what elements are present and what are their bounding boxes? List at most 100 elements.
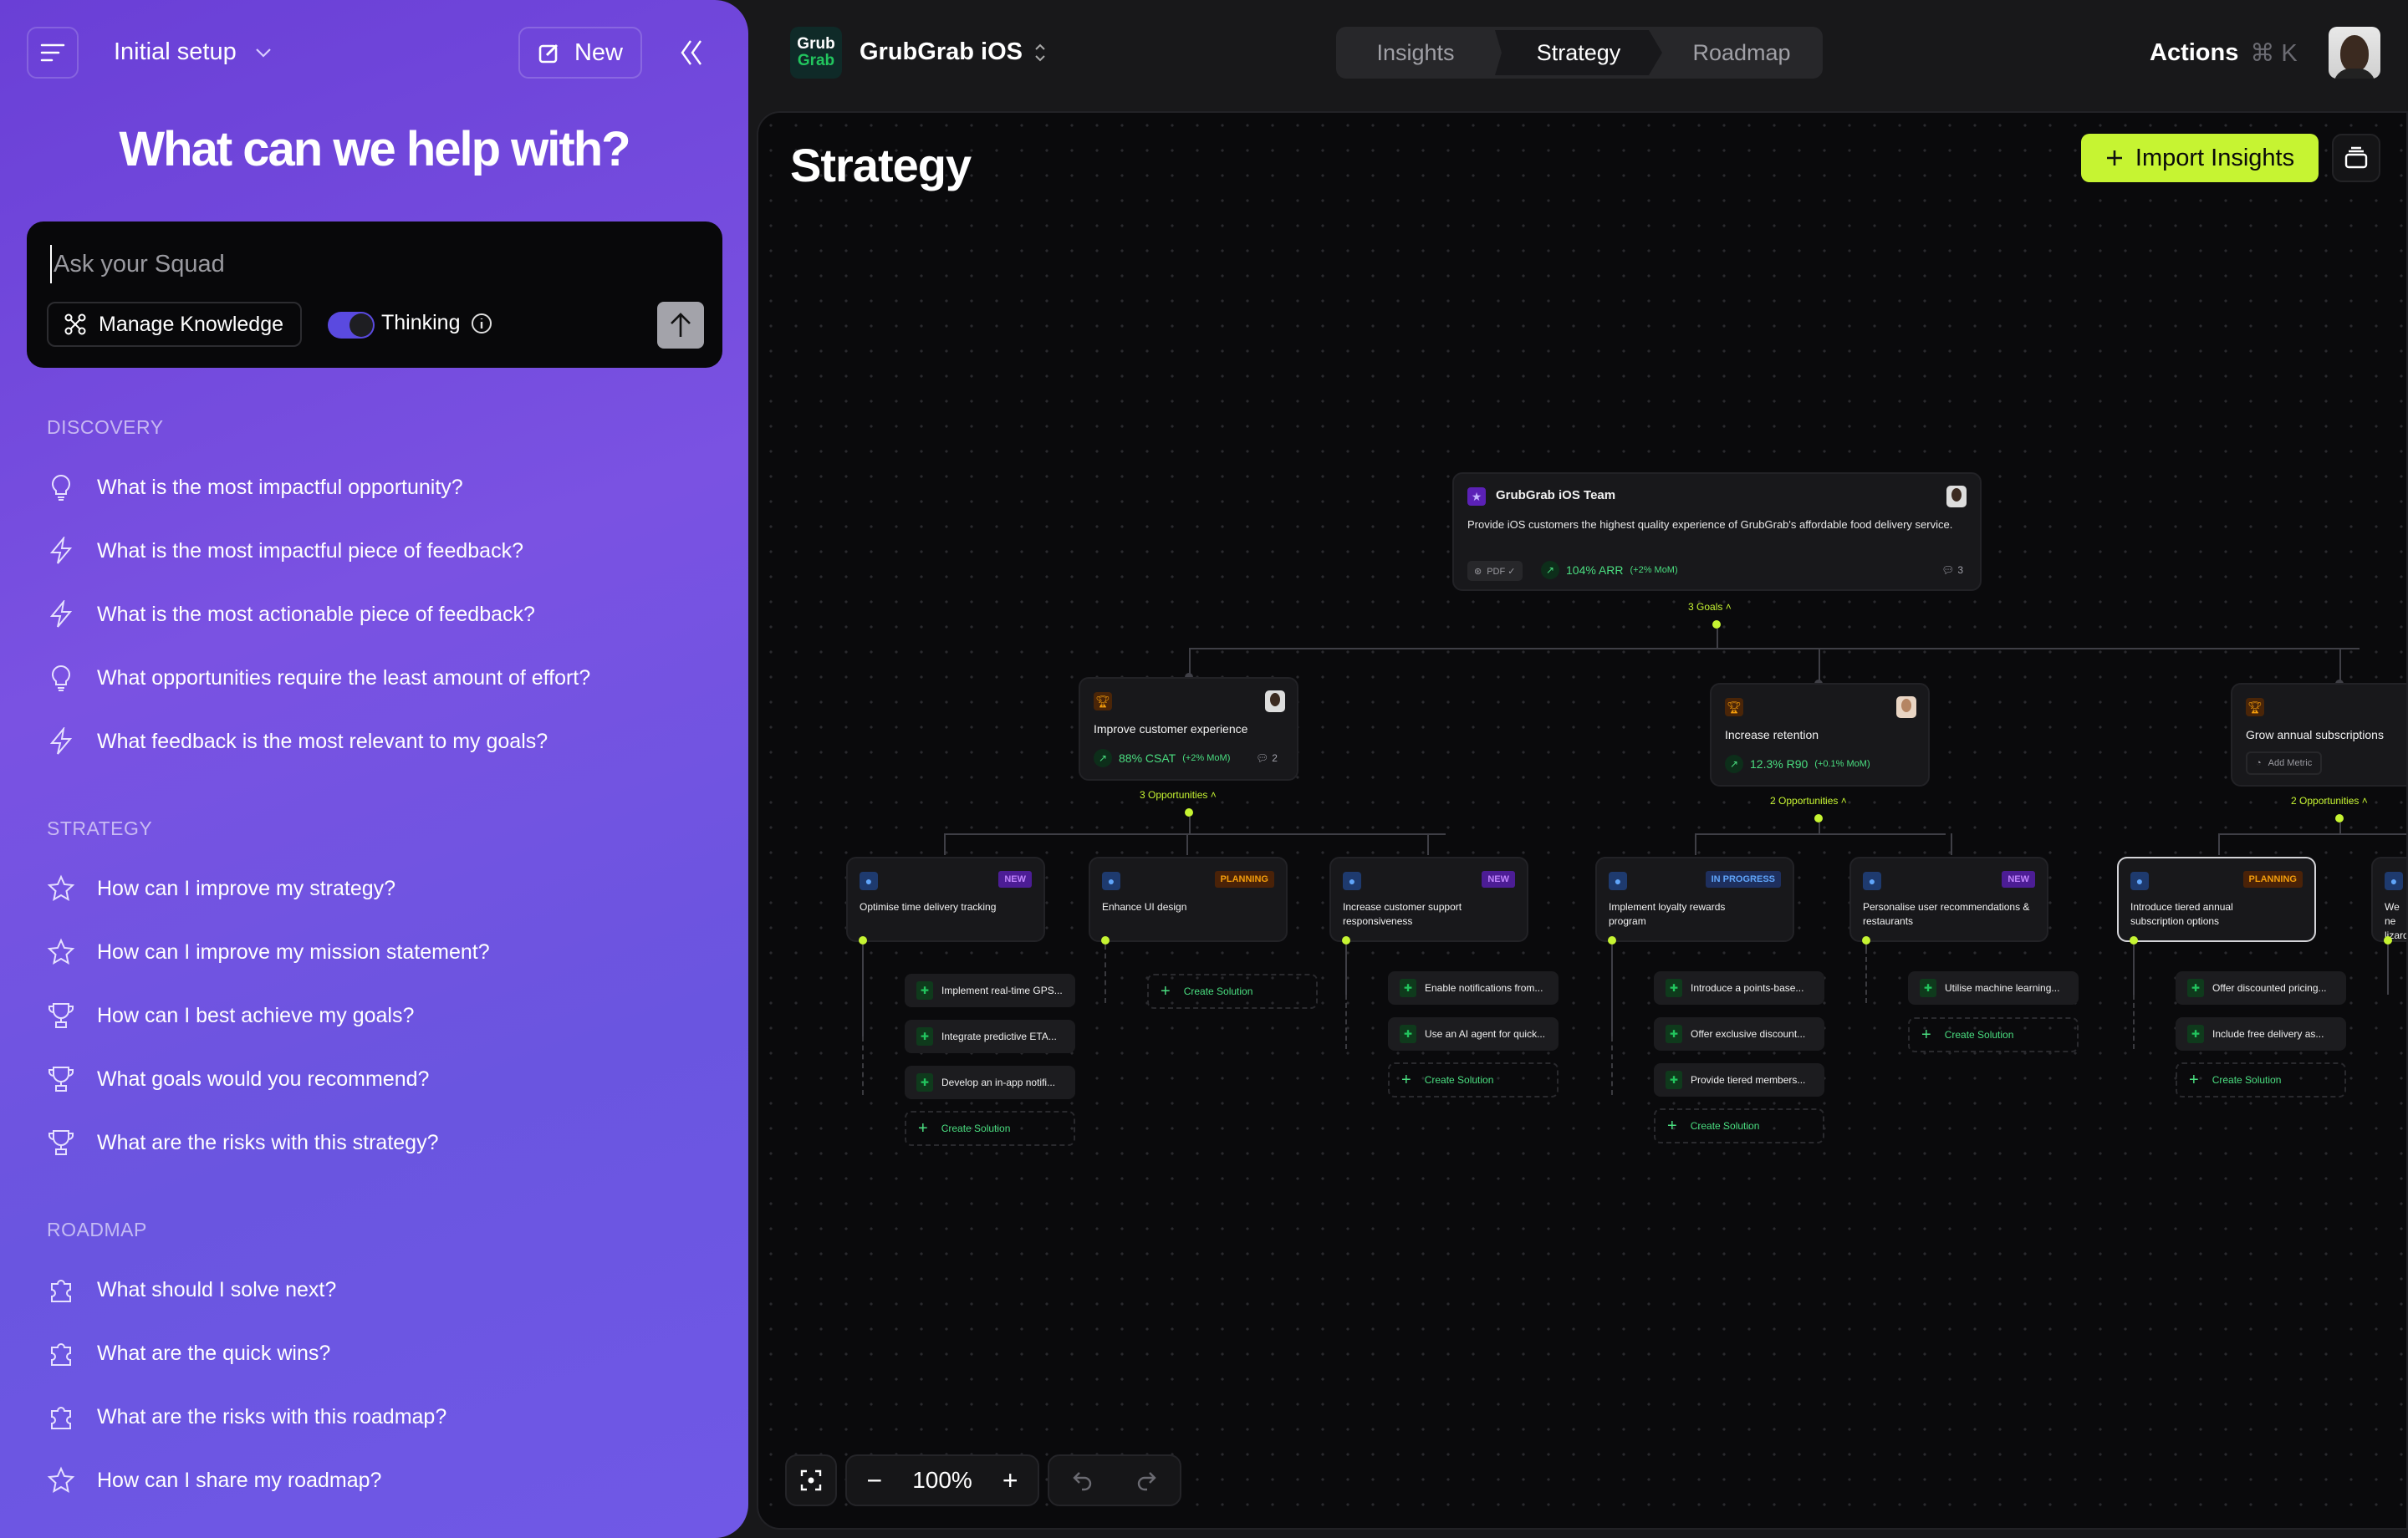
add-metric-button[interactable]: ◔Add Metric	[2246, 751, 2323, 775]
opportunity-card[interactable]: ● We ne lizard	[2371, 857, 2406, 942]
solution-card[interactable]: ✚Utilise machine learning...	[1908, 971, 2079, 1005]
import-insights-button[interactable]: Import Insights	[2081, 134, 2319, 182]
suggestion-item[interactable]: What opportunities require the least amo…	[47, 664, 590, 692]
solution-card[interactable]: ✚Develop an in-app notifi...	[905, 1066, 1075, 1099]
zoom-out-button[interactable]: −	[866, 1464, 883, 1495]
suggestion-item[interactable]: How can I improve my mission statement?	[47, 938, 490, 966]
connector-dashed	[1611, 1036, 1613, 1095]
solution-card[interactable]: ✚Offer exclusive discount...	[1654, 1017, 1824, 1051]
expand-node[interactable]	[2335, 814, 2344, 822]
undo-icon[interactable]	[1072, 1469, 1094, 1491]
fit-view-button[interactable]	[785, 1454, 837, 1506]
ask-input[interactable]	[50, 245, 686, 283]
opportunity-card[interactable]: ● NEW Optimise time delivery tracking	[846, 857, 1045, 942]
solution-card[interactable]: ✚Include free delivery as...	[2176, 1017, 2346, 1051]
opportunity-card-selected[interactable]: ● PLANNING Introduce tiered annual subsc…	[2117, 857, 2316, 942]
comments[interactable]: 💬︎2	[1256, 752, 1278, 764]
zoom-in-button[interactable]: +	[1002, 1464, 1018, 1495]
manage-knowledge-button[interactable]: Manage Knowledge	[47, 302, 302, 347]
knowledge-graph-icon	[64, 313, 86, 335]
user-avatar[interactable]	[2329, 27, 2380, 79]
opportunity-title: Enhance UI design	[1102, 901, 1187, 913]
expand-node[interactable]	[1342, 936, 1350, 945]
opportunity-title: Increase customer support responsiveness	[1343, 901, 1462, 927]
doc-badge[interactable]: ⊛PDF ✓	[1467, 561, 1523, 581]
goal-card[interactable]: 🏆︎ Increase retention ↗ 12.3% R90 (+0.1%…	[1710, 683, 1930, 787]
create-solution-button[interactable]: +Create Solution	[1908, 1017, 2079, 1052]
suggestion-item[interactable]: What goals would you recommend?	[47, 1065, 429, 1093]
arrow-up-icon	[671, 313, 691, 337]
create-solution-button[interactable]: +Create Solution	[1388, 1062, 1559, 1097]
connector-dashed	[862, 1036, 864, 1095]
suggestion-item[interactable]: What is the most impactful piece of feed…	[47, 537, 523, 565]
menu-button[interactable]	[27, 27, 79, 79]
opportunities-toggle[interactable]: 3 Opportunities ˄	[1140, 789, 1217, 801]
suggestion-item[interactable]: How can I improve my strategy?	[47, 874, 395, 903]
expand-node[interactable]	[1608, 936, 1616, 945]
trophy-icon	[48, 1003, 74, 1028]
expand-node[interactable]	[1185, 808, 1193, 817]
suggestion-item[interactable]: How can I share my roadmap?	[47, 1466, 381, 1495]
solution-card[interactable]: ✚Enable notifications from...	[1388, 971, 1559, 1005]
goal-title: Grow annual subscriptions	[2246, 728, 2384, 741]
plus-icon	[2106, 150, 2122, 166]
solution-card[interactable]: ✚Provide tiered members...	[1654, 1063, 1824, 1097]
session-title: Initial setup	[114, 38, 237, 65]
suggestion-item[interactable]: What are the risks with this roadmap?	[47, 1403, 446, 1431]
project-switcher[interactable]: GrubGrab iOS	[860, 38, 1046, 66]
expand-node[interactable]	[859, 936, 867, 945]
suggestion-item[interactable]: What is the most impactful opportunity?	[47, 473, 463, 502]
collapse-sidebar-button[interactable]	[679, 38, 704, 71]
solution-card[interactable]: ✚Offer discounted pricing...	[2176, 971, 2346, 1005]
expand-node[interactable]	[2384, 936, 2392, 945]
mission-card[interactable]: ★ GrubGrab iOS Team Provide iOS customer…	[1452, 472, 1982, 591]
opportunity-card[interactable]: ● PLANNING Enhance UI design	[1089, 857, 1288, 942]
goal-card[interactable]: 🏆︎ Improve customer experience ↗ 88% CSA…	[1079, 677, 1298, 781]
expand-node[interactable]	[1814, 814, 1823, 822]
expand-node[interactable]	[1862, 936, 1870, 945]
strategy-canvas[interactable]: Strategy Import Insights ★ GrubGrab iOS …	[757, 111, 2408, 1530]
connector	[1189, 817, 1191, 835]
expand-node[interactable]	[1712, 620, 1721, 629]
puzzle-icon	[51, 1343, 71, 1366]
actions-button[interactable]: Actions ⌘ K	[2150, 38, 2298, 68]
create-solution-button[interactable]: +Create Solution	[1654, 1108, 1824, 1143]
opportunity-card[interactable]: ● NEW Personalise user recommendations &…	[1849, 857, 2048, 942]
opportunities-toggle[interactable]: 2 Opportunities ˄	[1770, 795, 1847, 807]
solution-card[interactable]: ✚Use an AI agent for quick...	[1388, 1017, 1559, 1051]
redo-icon[interactable]	[1135, 1469, 1157, 1491]
solution-card[interactable]: ✚Implement real-time GPS...	[905, 974, 1075, 1007]
tab-insights[interactable]: Insights	[1376, 39, 1455, 65]
solution-card[interactable]: ✚Integrate predictive ETA...	[905, 1020, 1075, 1053]
comments[interactable]: 💬︎3	[1941, 564, 1963, 576]
opportunities-toggle[interactable]: 2 Opportunities ˄	[2291, 795, 2368, 807]
suggestion-item[interactable]: What are the risks with this strategy?	[47, 1128, 438, 1157]
create-solution-button[interactable]: +Create Solution	[1147, 974, 1318, 1009]
menu-icon	[40, 43, 65, 62]
solution-card[interactable]: ✚Introduce a points-base...	[1654, 971, 1824, 1005]
expand-node[interactable]	[2130, 936, 2138, 945]
send-button[interactable]	[657, 302, 704, 349]
puzzle-icon: ✚	[2187, 979, 2204, 997]
suggestion-item[interactable]: What are the quick wins?	[47, 1339, 330, 1367]
tab-strategy[interactable]: Strategy	[1495, 30, 1662, 75]
create-solution-button[interactable]: +Create Solution	[905, 1111, 1075, 1146]
opportunity-card[interactable]: ● NEW Increase customer support responsi…	[1329, 857, 1528, 942]
session-dropdown[interactable]: Initial setup	[114, 38, 272, 66]
trend-up-icon: ↗	[1725, 755, 1743, 773]
thinking-toggle[interactable]	[328, 312, 375, 339]
create-solution-button[interactable]: +Create Solution	[2176, 1062, 2346, 1097]
tab-roadmap[interactable]: Roadmap	[1692, 39, 1791, 65]
new-chat-button[interactable]: New	[518, 27, 642, 79]
suggestion-item[interactable]: What is the most actionable piece of fee…	[47, 600, 535, 629]
info-icon[interactable]	[471, 313, 492, 334]
archive-button[interactable]	[2332, 134, 2380, 182]
suggestion-item[interactable]: How can I best achieve my goals?	[47, 1001, 414, 1030]
opportunity-card[interactable]: ● IN PROGRESS Implement loyalty rewards …	[1595, 857, 1794, 942]
expand-node[interactable]	[1101, 936, 1110, 945]
suggestion-item[interactable]: What feedback is the most relevant to my…	[47, 727, 548, 756]
suggestion-item[interactable]: What should I solve next?	[47, 1276, 336, 1304]
goals-toggle[interactable]: 3 Goals ˄	[1688, 601, 1732, 613]
goal-card[interactable]: 🏆︎ Grow annual subscriptions ◔Add Metric	[2231, 683, 2406, 787]
connector	[1695, 833, 1946, 835]
